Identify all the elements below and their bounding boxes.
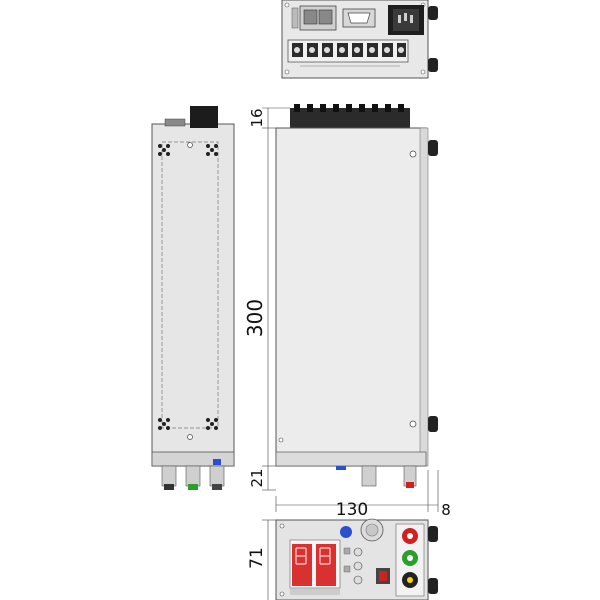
iec-pin xyxy=(398,15,401,23)
small-button-icon xyxy=(353,575,363,585)
dim-label-top: 16 xyxy=(248,108,266,127)
banana-jack-tip xyxy=(164,484,174,490)
rj45-port-icon xyxy=(318,9,333,25)
jack-hole xyxy=(407,533,413,539)
dim-label-front-height: 71 xyxy=(247,547,267,569)
side-front-edge xyxy=(275,451,427,467)
side-bevel xyxy=(419,127,429,467)
jack-hole xyxy=(407,577,413,583)
knob-blue-edge xyxy=(213,459,221,465)
screw-icon xyxy=(279,591,285,597)
top-front-edge xyxy=(151,451,235,467)
screw-head xyxy=(294,47,300,53)
banana-jack-icon xyxy=(161,465,177,487)
led-display-icon xyxy=(292,544,312,586)
screw-head xyxy=(354,47,360,53)
rotary-knob-icon xyxy=(361,465,377,487)
banana-jack-tip xyxy=(212,484,222,490)
knob-blue-edge xyxy=(336,466,346,470)
screw-head xyxy=(339,47,345,53)
dim-label-body: 300 xyxy=(243,299,267,337)
rear-handle-bottom xyxy=(428,58,438,72)
iec-pin xyxy=(404,13,407,21)
top-panel xyxy=(151,123,235,467)
internal-outline xyxy=(161,141,219,429)
iec-pin xyxy=(410,15,413,23)
rj45-port-icon xyxy=(303,9,318,25)
screw-icon xyxy=(409,150,417,158)
screw-icon xyxy=(278,437,284,443)
screw-icon xyxy=(187,434,193,440)
rear-connector-side xyxy=(164,118,186,127)
terminal-posts xyxy=(294,104,404,112)
side-handle-bottom xyxy=(428,416,438,432)
screw-icon xyxy=(284,69,290,75)
small-button-icon xyxy=(353,547,363,557)
rear-handle-top xyxy=(428,6,438,20)
screw-icon xyxy=(279,523,285,529)
screw-head xyxy=(369,47,375,53)
dimension-lines xyxy=(262,107,439,600)
front-handle-bottom xyxy=(428,578,438,594)
banana-jack-tip-red xyxy=(406,482,414,488)
knob-blue-icon xyxy=(340,526,352,538)
banana-jack-icon xyxy=(185,465,201,487)
rear-view xyxy=(281,0,438,79)
banana-jack-icon xyxy=(209,465,225,487)
top-view xyxy=(151,106,235,490)
screw-icon xyxy=(187,142,193,148)
dim-label-bottom: 21 xyxy=(248,468,266,487)
screw-head xyxy=(324,47,330,53)
seven-segment-digits xyxy=(295,547,331,565)
dim-label-handle: 8 xyxy=(441,501,451,519)
terminal-screws xyxy=(292,43,406,57)
indicator-icon xyxy=(343,565,351,573)
db9-shell xyxy=(347,12,371,24)
screw-head xyxy=(398,47,404,53)
indicator-icon xyxy=(343,547,351,555)
jack-hole xyxy=(407,555,413,561)
screw-icon xyxy=(420,69,426,75)
led-display-icon xyxy=(316,544,336,586)
side-panel xyxy=(275,127,427,467)
usb-port-icon xyxy=(291,7,299,29)
display-label-strip xyxy=(290,589,340,595)
power-switch-rocker xyxy=(379,571,387,581)
vent-hole-icon xyxy=(158,144,218,430)
side-view xyxy=(275,104,438,488)
screw-icon xyxy=(284,2,290,8)
iec-inlet-side-icon xyxy=(190,106,218,128)
knob-cap xyxy=(365,523,379,537)
side-terminal-block xyxy=(290,108,410,128)
side-handle-top xyxy=(428,140,438,156)
dim-label-width: 130 xyxy=(336,500,368,520)
screw-head xyxy=(309,47,315,53)
small-button-icon xyxy=(353,561,363,571)
front-view xyxy=(275,518,438,600)
banana-jack-tip-green xyxy=(188,484,198,490)
front-handle-top xyxy=(428,526,438,542)
screw-head xyxy=(384,47,390,53)
screw-icon xyxy=(409,420,417,428)
